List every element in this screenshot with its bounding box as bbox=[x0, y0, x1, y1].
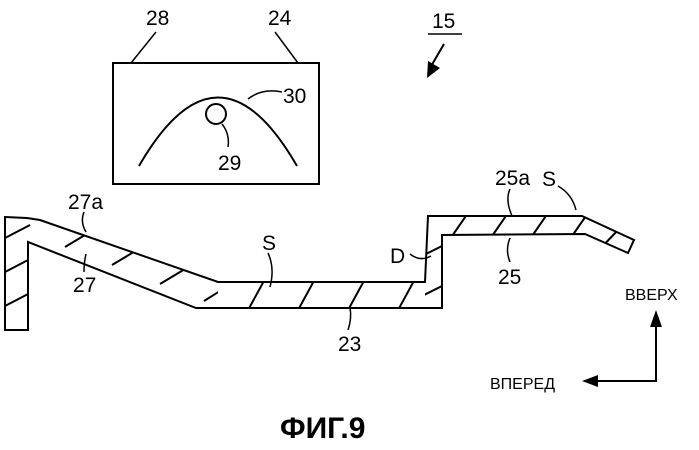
label-29: 29 bbox=[218, 152, 241, 175]
forward-arrowhead bbox=[582, 375, 598, 387]
label-28: 28 bbox=[146, 7, 169, 30]
leader-27a bbox=[82, 212, 86, 232]
leader-25a bbox=[508, 189, 512, 216]
label-S2: S bbox=[542, 168, 556, 191]
leader-28 bbox=[131, 32, 156, 63]
up-arrowhead bbox=[650, 310, 662, 327]
label-30: 30 bbox=[283, 85, 306, 108]
circle-29 bbox=[206, 104, 226, 124]
label-15: 15 bbox=[432, 10, 455, 33]
label-23: 23 bbox=[338, 333, 361, 356]
leader-29 bbox=[222, 124, 228, 147]
leader-25 bbox=[508, 238, 511, 262]
label-27a: 27a bbox=[68, 191, 103, 214]
label-25a: 25a bbox=[495, 167, 530, 190]
label-24: 24 bbox=[268, 7, 292, 30]
inset-box bbox=[113, 32, 319, 184]
section-outline bbox=[5, 216, 634, 330]
leader-23 bbox=[348, 308, 351, 330]
figure-caption: ФИГ.9 bbox=[280, 412, 365, 445]
label-S1: S bbox=[262, 232, 276, 255]
ref-15 bbox=[427, 34, 462, 78]
label-D: D bbox=[390, 245, 405, 268]
leader-24 bbox=[275, 32, 298, 63]
leader-30 bbox=[248, 91, 282, 99]
leader-27 bbox=[84, 254, 86, 272]
direction-arrows bbox=[582, 310, 662, 387]
leader-S2 bbox=[558, 186, 576, 210]
leader-D bbox=[410, 254, 431, 259]
label-forward: ВПЕРЕД bbox=[490, 376, 555, 393]
label-up: ВВЕРХ bbox=[625, 287, 678, 304]
label-25: 25 bbox=[498, 266, 521, 289]
section-hatching bbox=[5, 213, 618, 312]
label-27: 27 bbox=[73, 274, 96, 297]
